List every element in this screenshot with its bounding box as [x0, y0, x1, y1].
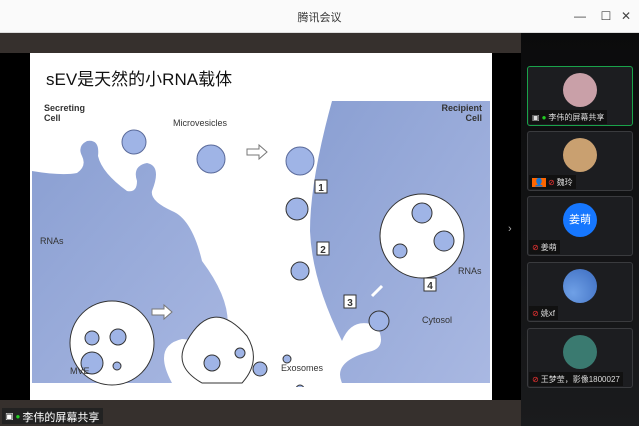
mic-off-icon: ⊘: [547, 177, 555, 187]
label-cell: Cell: [44, 113, 61, 123]
label-cytosol: Cytosol: [422, 315, 452, 325]
maximize-button[interactable]: ☐: [600, 9, 612, 23]
label-cell-2: Cell: [465, 113, 482, 123]
mic-off-icon: ⊘: [532, 374, 539, 384]
shared-screen: sEV是天然的小RNA载体 1: [0, 33, 521, 426]
ev-diagram: 1 2 3 4 Secreting Cell Recipient Cell Mi…: [32, 101, 490, 387]
participant-name: 姚xf: [540, 308, 555, 318]
step-1: 1: [318, 183, 324, 194]
step-3: 3: [347, 298, 353, 309]
label-rnas-right: RNAs: [458, 266, 482, 276]
label-recipient: Recipient: [441, 103, 482, 113]
mic-on-icon: ●: [541, 112, 547, 122]
mic-off-icon: ⊘: [532, 308, 539, 318]
label-mve: MVE: [70, 366, 90, 376]
avatar: [563, 138, 597, 172]
avatar: 姜萌: [563, 203, 597, 237]
minimize-button[interactable]: —: [574, 9, 586, 23]
label-secreting: Secreting: [44, 103, 85, 113]
participant-name: 魏玲: [556, 177, 573, 187]
mic-off-icon: ⊘: [532, 242, 539, 252]
slide-title: sEV是天然的小RNA载体: [46, 70, 233, 89]
screen-share-icon: ▣: [5, 411, 14, 421]
participant-name: 王梦莹，影像1800027: [540, 374, 620, 384]
title-bar: 腾讯会议 — ☐ ✕: [0, 0, 639, 33]
window-title: 腾讯会议: [297, 12, 342, 24]
label-exosomes: Exosomes: [281, 363, 324, 373]
participant-tile[interactable]: 姜萌 ⊘姜萌: [527, 196, 633, 256]
top-strip: [0, 33, 521, 53]
participant-name: 姜萌: [540, 242, 557, 252]
slide: sEV是天然的小RNA载体 1: [30, 53, 492, 400]
participant-tile[interactable]: ⊘姚xf: [527, 262, 633, 322]
screen-share-tag: ▣ ● 李伟的屏幕共享: [2, 408, 104, 424]
participant-tile[interactable]: ⊘王梦莹，影像1800027: [527, 328, 633, 388]
avatar: [563, 335, 597, 369]
participant-tile[interactable]: 👤⊘魏玲: [527, 131, 633, 191]
step-2: 2: [320, 245, 326, 256]
collapse-panel-chevron-icon[interactable]: ›: [508, 223, 512, 235]
label-rnas-left: RNAs: [40, 236, 64, 246]
close-button[interactable]: ✕: [620, 9, 632, 23]
step-4: 4: [427, 281, 433, 292]
share-tag-label: 李伟的屏幕共享: [22, 411, 100, 424]
screen-share-icon: ▣: [532, 112, 540, 122]
avatar: [563, 269, 597, 303]
label-microvesicles: Microvesicles: [173, 118, 228, 128]
step-markers: [314, 179, 437, 309]
mic-on-icon: ●: [15, 412, 21, 421]
participant-tile[interactable]: ▣●李伟的屏幕共享: [527, 66, 633, 126]
avatar: [563, 73, 597, 107]
participant-panel: ▣●李伟的屏幕共享 👤⊘魏玲 姜萌 ⊘姜萌 ⊘姚xf ⊘王梦莹，影像180002…: [521, 33, 639, 426]
participant-name: 李伟的屏幕共享: [548, 112, 605, 122]
host-icon: 👤: [532, 177, 546, 187]
